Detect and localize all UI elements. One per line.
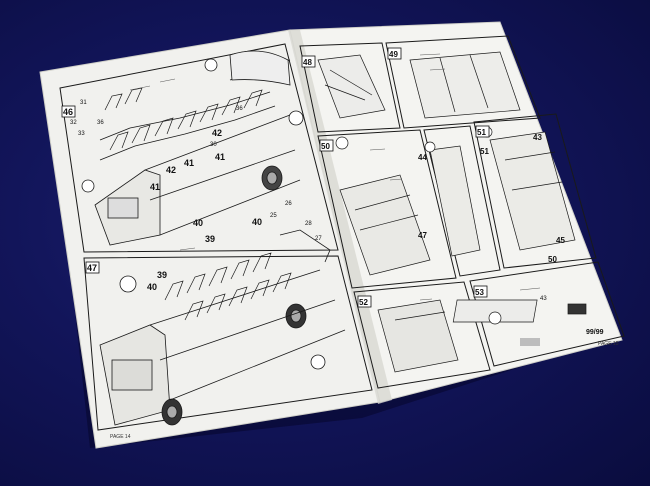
seat-rows-bottom <box>164 252 292 321</box>
callout-label: 40 <box>193 218 203 228</box>
step-number: 49 <box>389 50 398 59</box>
callout-label: 25 <box>270 213 277 219</box>
step-number: 50 <box>321 142 330 151</box>
page-number-left: PAGE 14 <box>110 434 131 440</box>
step-number: 51 <box>477 128 486 137</box>
callout-label: 45 <box>556 236 565 245</box>
page-number-right: PAGE 15 <box>598 341 619 347</box>
right-page-drawings <box>317 51 587 373</box>
left-bottom-callouts: 47 40 40 39 39 40 40 26 25 27 28 PAGE 14 <box>85 201 322 440</box>
callout-label: 32 <box>70 120 77 126</box>
callout-label: 41 <box>184 158 194 168</box>
step-number: 46 <box>63 107 73 117</box>
callout-label: 40 <box>252 217 262 227</box>
callout-label: 36 <box>236 106 243 112</box>
callout-label: 47 <box>418 231 427 240</box>
left-page-panels <box>59 43 373 431</box>
step-number: 53 <box>475 288 484 297</box>
right-page-panels <box>299 35 625 389</box>
step-number: 48 <box>303 58 312 67</box>
callout-label: 33 <box>78 131 85 137</box>
callout-label: 41 <box>150 182 160 192</box>
part-number: 99/99 <box>586 329 604 336</box>
callout-label: 41 <box>215 152 225 162</box>
callout-label: 43 <box>540 296 547 302</box>
callout-label: 30 <box>210 142 217 148</box>
fine-print <box>129 53 541 301</box>
callout-label: 31 <box>80 100 87 106</box>
left-top-callouts: 46 31 32 33 36 41 42 41 42 30 41 36 <box>61 100 243 192</box>
callout-label: 39 <box>157 270 167 280</box>
step-number: 47 <box>87 263 97 273</box>
bus-assembly-bottom <box>99 229 346 426</box>
callout-label: 44 <box>418 153 427 162</box>
callout-label: 50 <box>548 255 557 264</box>
seat-rows <box>104 87 263 151</box>
step-number: 52 <box>359 298 368 307</box>
spine <box>288 30 392 404</box>
callout-label: 40 <box>147 282 157 292</box>
callout-label: 28 <box>305 221 312 227</box>
callout-label: 36 <box>97 120 104 126</box>
callout-label: 43 <box>533 133 542 142</box>
right-page-callouts: 48 49 50 51 52 53 44 47 43 51 45 50 43 9… <box>301 47 619 347</box>
callout-label: 42 <box>212 128 222 138</box>
callout-label: 27 <box>315 236 322 242</box>
callout-label: 42 <box>166 165 176 175</box>
bus-assembly-top <box>81 50 304 246</box>
callout-label: 39 <box>205 234 215 244</box>
callout-label: 51 <box>480 147 489 156</box>
callout-label: 26 <box>285 201 292 207</box>
